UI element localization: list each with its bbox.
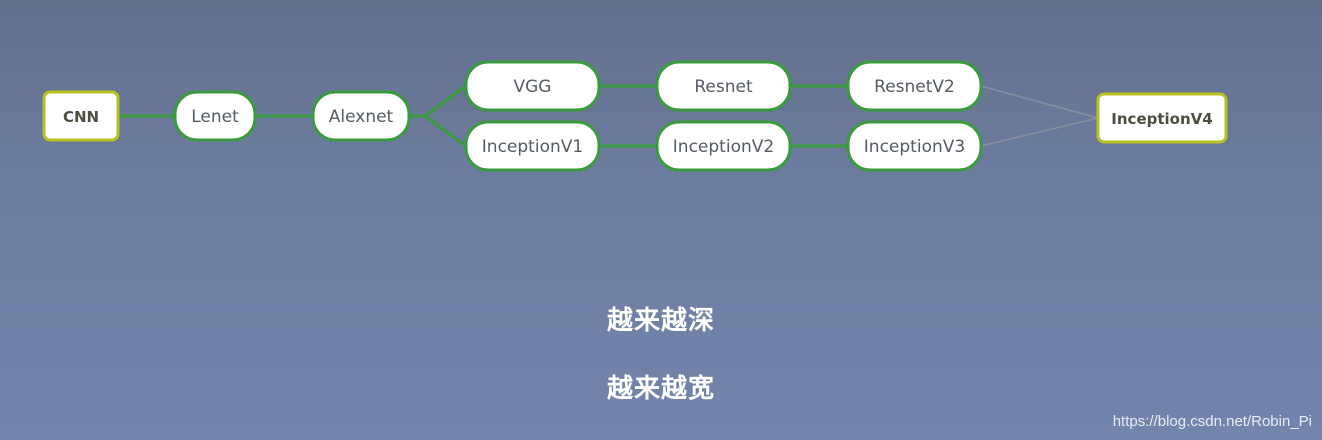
node-label-resnet: Resnet xyxy=(694,77,753,97)
diagram-nodes: CNN Lenet Alexnet VGG Resnet ResnetV2Inceptio… xyxy=(42,60,1228,172)
node-label-cnn: CNN xyxy=(63,108,99,126)
node-label-alexnet: Alexnet xyxy=(329,107,394,127)
node-box-alexnet xyxy=(311,90,411,142)
node-box-resnetv2 xyxy=(846,60,983,112)
node-resnet: Resnet xyxy=(655,60,792,112)
watermark-url: https://blog.csdn.net/Robin_Pi xyxy=(1112,413,1312,430)
node-label-lenet: Lenet xyxy=(191,107,239,127)
node-resnetv2: ResnetV2 xyxy=(846,60,983,112)
node-label-inceptionv2: InceptionV2 xyxy=(673,137,774,157)
node-label-resnetv2: ResnetV2 xyxy=(874,77,955,97)
caption-deeper: 越来越深 xyxy=(606,306,715,336)
node-lenet: Lenet xyxy=(173,90,257,142)
node-box-vgg xyxy=(464,60,601,112)
node-label-inceptionv1: InceptionV1 xyxy=(482,137,583,157)
node-inceptionv4: InceptionV4 xyxy=(1096,92,1228,144)
node-inceptionv1: InceptionV1 xyxy=(464,120,601,172)
node-label-vgg: VGG xyxy=(514,77,552,97)
node-box-lenet xyxy=(173,90,257,142)
edge-alexnet-inceptionv1 xyxy=(409,114,467,148)
node-box-inceptionv1 xyxy=(464,120,601,172)
node-alexnet: Alexnet xyxy=(311,90,411,142)
node-box-cnn xyxy=(42,90,120,142)
node-inceptionv3: InceptionV3 xyxy=(846,120,983,172)
edge-inceptionv3-inceptionv4 xyxy=(980,117,1099,147)
node-box-inceptionv2 xyxy=(655,120,792,172)
node-vgg: VGG xyxy=(464,60,601,112)
node-label-inceptionv3: InceptionV3 xyxy=(864,137,965,157)
edge-resnetv2-inceptionv4 xyxy=(980,85,1099,119)
node-box-inceptionv3 xyxy=(846,120,983,172)
diagram-edges xyxy=(118,84,1099,148)
node-box-resnet xyxy=(655,60,792,112)
edge-alexnet-vgg xyxy=(409,84,467,118)
node-box-inceptionv4 xyxy=(1096,92,1228,144)
node-label-inceptionv4: InceptionV4 xyxy=(1111,110,1212,128)
caption-wider: 越来越宽 xyxy=(606,374,715,404)
node-cnn: CNN xyxy=(42,90,120,142)
node-inceptionv2: InceptionV2 xyxy=(655,120,792,172)
